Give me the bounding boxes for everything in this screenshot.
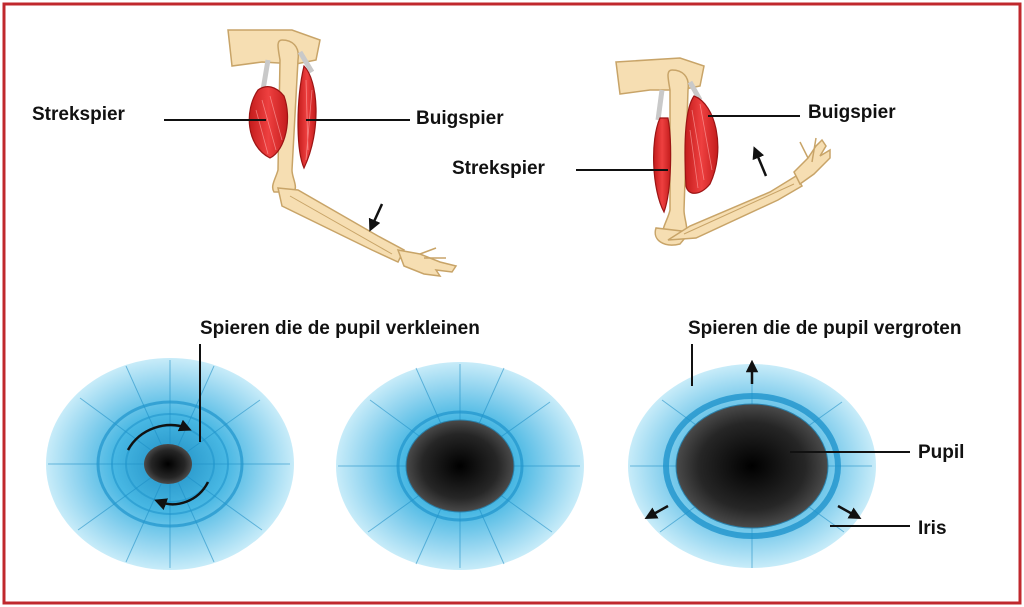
iris-neutral	[336, 362, 584, 570]
arrow-up-icon	[752, 146, 768, 177]
pupil-small	[144, 444, 192, 484]
label-flexor-1: Buigspier	[416, 108, 504, 129]
arm-extended	[227, 29, 458, 277]
label-extensor-2: Strekspier	[452, 158, 546, 179]
label-dilate: Spieren die de pupil vergroten	[688, 318, 961, 339]
label-flexor-2: Buigspier	[808, 102, 896, 123]
label-pupil: Pupil	[918, 442, 964, 463]
label-iris: Iris	[918, 518, 947, 539]
iris-constricted	[46, 358, 294, 570]
dilate-arrow-icon-3	[837, 504, 862, 520]
dilate-arrow-icon-2	[644, 504, 669, 520]
iris-dilated	[628, 359, 876, 568]
rotation-arrow-icon	[126, 419, 192, 451]
arrow-down-icon	[368, 203, 384, 232]
arm-flexed	[615, 57, 831, 246]
label-constrict: Spieren die de pupil verkleinen	[200, 318, 480, 339]
pupil-medium	[405, 419, 515, 513]
rotation-arrow-icon-2	[154, 481, 210, 511]
pupil-large	[675, 403, 829, 529]
label-extensor-1: Strekspier	[32, 104, 126, 125]
